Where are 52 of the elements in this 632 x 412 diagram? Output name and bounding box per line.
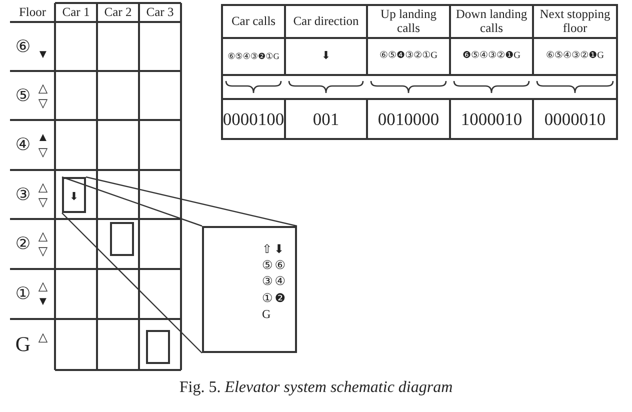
direction-arrow: ⬇ (69, 190, 79, 204)
column-header: Next stopping floor (538, 8, 612, 35)
floor-number: ① (15, 285, 31, 303)
direction-lamps: ⇧⬇ (262, 243, 286, 256)
column-header: Down landing calls (454, 8, 528, 35)
hall-call-lamp: ▼ (37, 295, 49, 308)
elevator-car (110, 222, 134, 256)
floor-number: ② (15, 235, 31, 253)
column-header: Car 3 (146, 6, 174, 20)
floor-symbols: ⑥⑤❹③②①G (380, 52, 438, 62)
floor-number: G (15, 333, 31, 356)
column-header: Up landing calls (380, 8, 438, 35)
hall-call-lamp: ▽ (38, 96, 48, 110)
column-header: Floor (18, 6, 46, 20)
car-panel (202, 226, 297, 353)
floor-symbols: ❻⑤④③②❶G (462, 52, 520, 62)
floor-numbers: ③④ (262, 275, 288, 289)
column-header: Car 1 (62, 6, 90, 20)
projection-line (86, 176, 298, 227)
floor-symbols: ⑥⑤④③②❶G (546, 52, 604, 62)
hall-call-lamp: △ (38, 280, 48, 293)
binary-code: 1000010 (460, 110, 522, 128)
binary-code: 0010000 (378, 110, 440, 128)
projection-line (62, 212, 202, 354)
floor-number: ⑥ (15, 38, 31, 56)
hall-call-lamp: ▼ (37, 48, 49, 60)
hall-call-lamp: △ (38, 180, 48, 194)
floor-number: ⑤ (15, 86, 31, 104)
projection-line (62, 176, 202, 227)
floor-numbers: ①❷ (262, 292, 288, 305)
floor-label: G (262, 308, 273, 321)
column-header: Car calls (231, 14, 276, 28)
elevator-car (62, 177, 86, 213)
direction-arrow: ⬇ (321, 50, 331, 62)
column-header: Car direction (293, 14, 359, 28)
binary-code: 0000010 (544, 110, 606, 128)
column-header: Car 2 (104, 6, 132, 20)
hall-call-lamp: ▽ (38, 196, 48, 208)
hall-call-lamp: ▲ (37, 131, 49, 144)
hall-call-lamp: △ (38, 230, 48, 243)
hall-call-lamp: △ (38, 330, 48, 344)
binary-code: 001 (312, 110, 340, 128)
floor-number: ④ (15, 136, 31, 154)
hall-call-lamp: ▽ (38, 146, 48, 159)
floor-numbers: ⑤⑥ (262, 259, 288, 272)
binary-code: 0000100 (222, 110, 284, 128)
hall-call-lamp: ▽ (38, 245, 48, 258)
hall-call-lamp: △ (38, 82, 48, 94)
figure-caption: Fig. 5. Elevator system schematic diagram (179, 379, 453, 397)
floor-symbols: ⑥⑤④③❷①G (228, 52, 280, 61)
floor-number: ③ (15, 186, 31, 204)
elevator-car (146, 330, 170, 364)
